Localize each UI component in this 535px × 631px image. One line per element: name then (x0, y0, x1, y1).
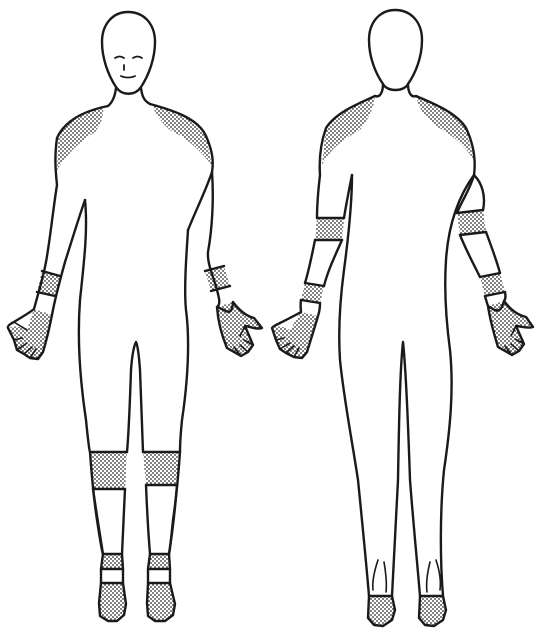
back-figure (272, 10, 533, 626)
back-left-shoulder (322, 96, 375, 165)
back-torso-left-outline (339, 175, 369, 596)
back-torso-right-outline (441, 175, 474, 596)
back-left-elbow-band (315, 218, 344, 240)
front-torso-left-outline (79, 200, 103, 554)
front-face (115, 57, 142, 78)
front-left-knee (90, 452, 127, 489)
front-right-knee (143, 452, 180, 485)
back-inner-leg (392, 342, 420, 596)
front-figure (8, 12, 262, 621)
back-right-elbow-band (457, 210, 486, 235)
front-left-ankle-band (101, 554, 123, 569)
front-torso-right-outline (169, 230, 188, 554)
back-head (369, 10, 422, 90)
front-inner-left-leg (127, 342, 143, 452)
front-head (102, 12, 155, 94)
front-right-ankle-band (148, 554, 170, 569)
front-left-hand (8, 309, 52, 359)
front-right-shoulder (152, 104, 212, 165)
